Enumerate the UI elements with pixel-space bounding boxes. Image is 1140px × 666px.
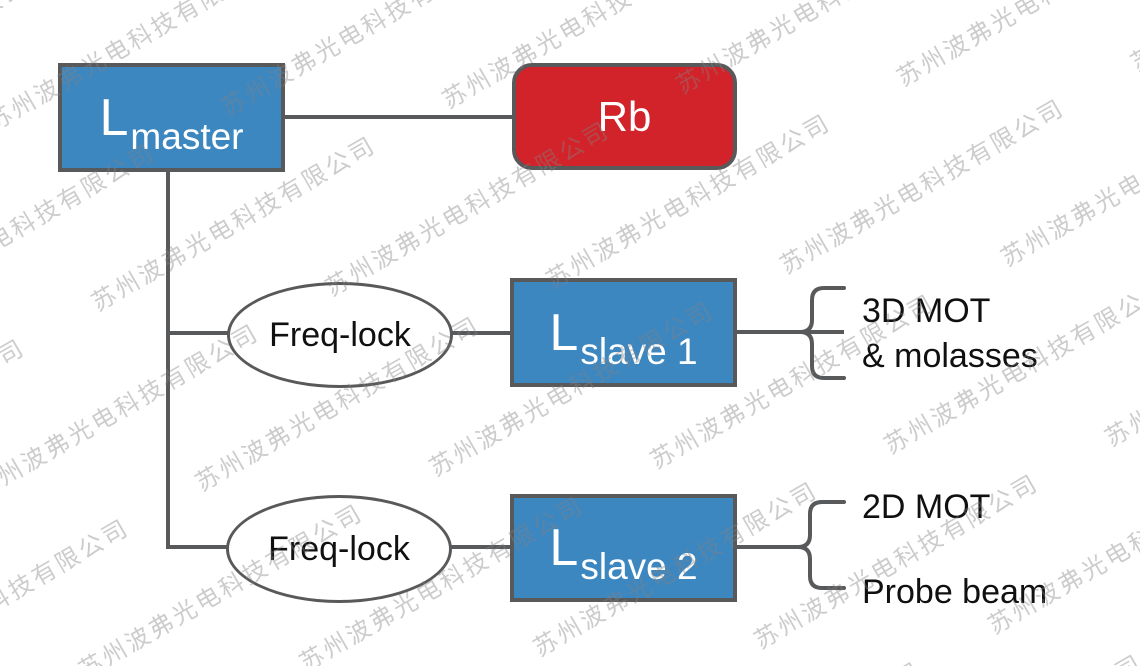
laser-symbol: L: [99, 88, 129, 147]
splitter-2way-icon: [797, 500, 846, 590]
laser-subscript: slave 2: [580, 546, 698, 587]
laser-symbol: L: [549, 303, 579, 362]
output-line-2: & molasses: [862, 337, 1038, 375]
node-freq-lock-2: Freq-lock: [226, 495, 452, 603]
node-laser-master: Lmaster: [58, 63, 285, 172]
output-label-2d-mot: 2D MOT: [862, 488, 991, 526]
node-rb-label: Rb: [597, 92, 652, 140]
node-rb-reference: Rb: [512, 63, 737, 170]
node-laser-master-label: Lmaster: [99, 88, 244, 155]
node-laser-slave-1: Lslave 1: [510, 278, 737, 387]
output-label-probe-beam: Probe beam: [862, 573, 1048, 611]
output-line-1: 3D MOT: [862, 292, 991, 330]
output-label-3d-mot-molasses: 3D MOT & molasses: [862, 289, 1038, 379]
laser-subscript: master: [130, 115, 244, 157]
node-laser-slave-2: Lslave 2: [510, 494, 737, 602]
node-freq-lock-1-label: Freq-lock: [269, 316, 411, 354]
node-laser-slave-1-label: Lslave 1: [549, 303, 697, 370]
node-laser-slave-2-label: Lslave 2: [549, 519, 697, 585]
node-freq-lock-2-label: Freq-lock: [268, 530, 410, 568]
laser-subscript: slave 1: [580, 330, 698, 372]
node-freq-lock-1: Freq-lock: [227, 282, 453, 388]
splitter-3way-icon: [799, 286, 846, 380]
laser-symbol: L: [549, 519, 579, 577]
